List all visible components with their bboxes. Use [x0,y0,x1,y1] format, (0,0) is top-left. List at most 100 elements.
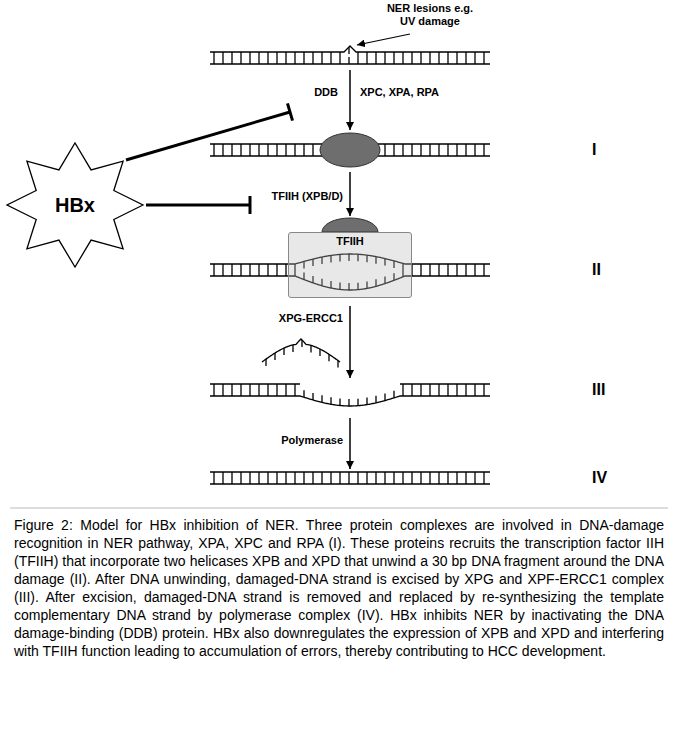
base-pair [213,144,214,156]
dna-backbone [400,383,490,384]
step-arrow [349,418,351,469]
base-pair [258,264,259,276]
protein-name: DDB [314,86,338,99]
base-pair [276,264,277,276]
tfiih-box: TFIIH [288,232,412,298]
fragment-backbone [262,339,340,362]
base-pair [474,144,475,156]
base-pair [375,396,376,403]
base-pair [348,472,349,484]
node-label: TFIIH [289,235,411,247]
base-pair [267,144,268,156]
base-pair [366,472,367,484]
base-pair [402,52,403,64]
base-pair [330,52,331,64]
base-pair [213,384,214,396]
hbx-inhibition-tfiih [146,196,250,214]
base-pair [312,472,313,484]
base-pair [249,52,250,64]
base-pair [483,384,484,396]
base-pair [258,144,259,156]
base-pair [312,144,313,156]
hbx-star: HBx [5,140,145,270]
lesion-note: NER lesions e.g. UV damage [380,2,480,28]
base-pair [438,52,439,64]
base-pair [303,52,304,64]
base-pair [384,52,385,64]
base-pair [366,398,367,405]
base-pair [375,52,376,64]
base-pair [384,144,385,156]
base-pair [222,144,223,156]
fragment-base [283,348,284,355]
step-number: III [592,381,605,399]
base-pair [285,472,286,484]
fragment-base [274,353,275,360]
base-pair [240,52,241,64]
base-pair [285,144,286,156]
base-pair [258,52,259,64]
base-pair [294,472,295,484]
step-arrow [349,172,351,216]
base-pair [285,264,286,276]
base-pair [420,144,421,156]
base-pair [231,384,232,396]
fragment-base [328,354,329,361]
base-pair [222,264,223,276]
base-pair [285,52,286,64]
excised-fragment [262,339,340,368]
base-pair [222,52,223,64]
base-pair [456,384,457,396]
base-pair [447,264,448,276]
fragment-base [310,345,311,352]
base-pair [402,472,403,484]
recognition-complex [320,133,380,167]
inhibition-line [126,112,290,160]
base-pair [213,264,214,276]
base-pair [240,472,241,484]
base-pair [339,399,340,406]
base-pair [321,472,322,484]
base-pair [438,472,439,484]
base-pair [483,52,484,64]
base-pair [411,52,412,64]
base-pair [231,264,232,276]
step-arrow [349,306,351,378]
base-pair [267,52,268,64]
base-pair [240,384,241,396]
base-pair [294,144,295,156]
base-pair [348,57,349,64]
base-pair [249,384,250,396]
base-pair [294,52,295,64]
base-pair [222,472,223,484]
dna-repaired-strand [210,472,490,484]
base-pair [393,52,394,64]
base-pair [249,472,250,484]
fragment-base [265,359,266,366]
base-pair [258,472,259,484]
base-pair [483,144,484,156]
base-pair [240,264,241,276]
base-pair [465,264,466,276]
base-pair [267,472,268,484]
protein-name: XPG-ERCC1 [279,312,343,325]
leader-line [357,34,410,45]
base-pair [420,472,421,484]
base-pair [411,472,412,484]
step-number: II [592,261,601,279]
base-pair [429,384,430,396]
base-pair [312,52,313,64]
base-pair [213,52,214,64]
base-pair [231,472,232,484]
base-pair [393,144,394,156]
base-pair [231,144,232,156]
base-pair [375,472,376,484]
base-pair [240,144,241,156]
base-pair [429,472,430,484]
base-pair [339,52,340,64]
base-pair [447,144,448,156]
base-pair [312,393,313,400]
base-pair [438,264,439,276]
base-pair [303,144,304,156]
